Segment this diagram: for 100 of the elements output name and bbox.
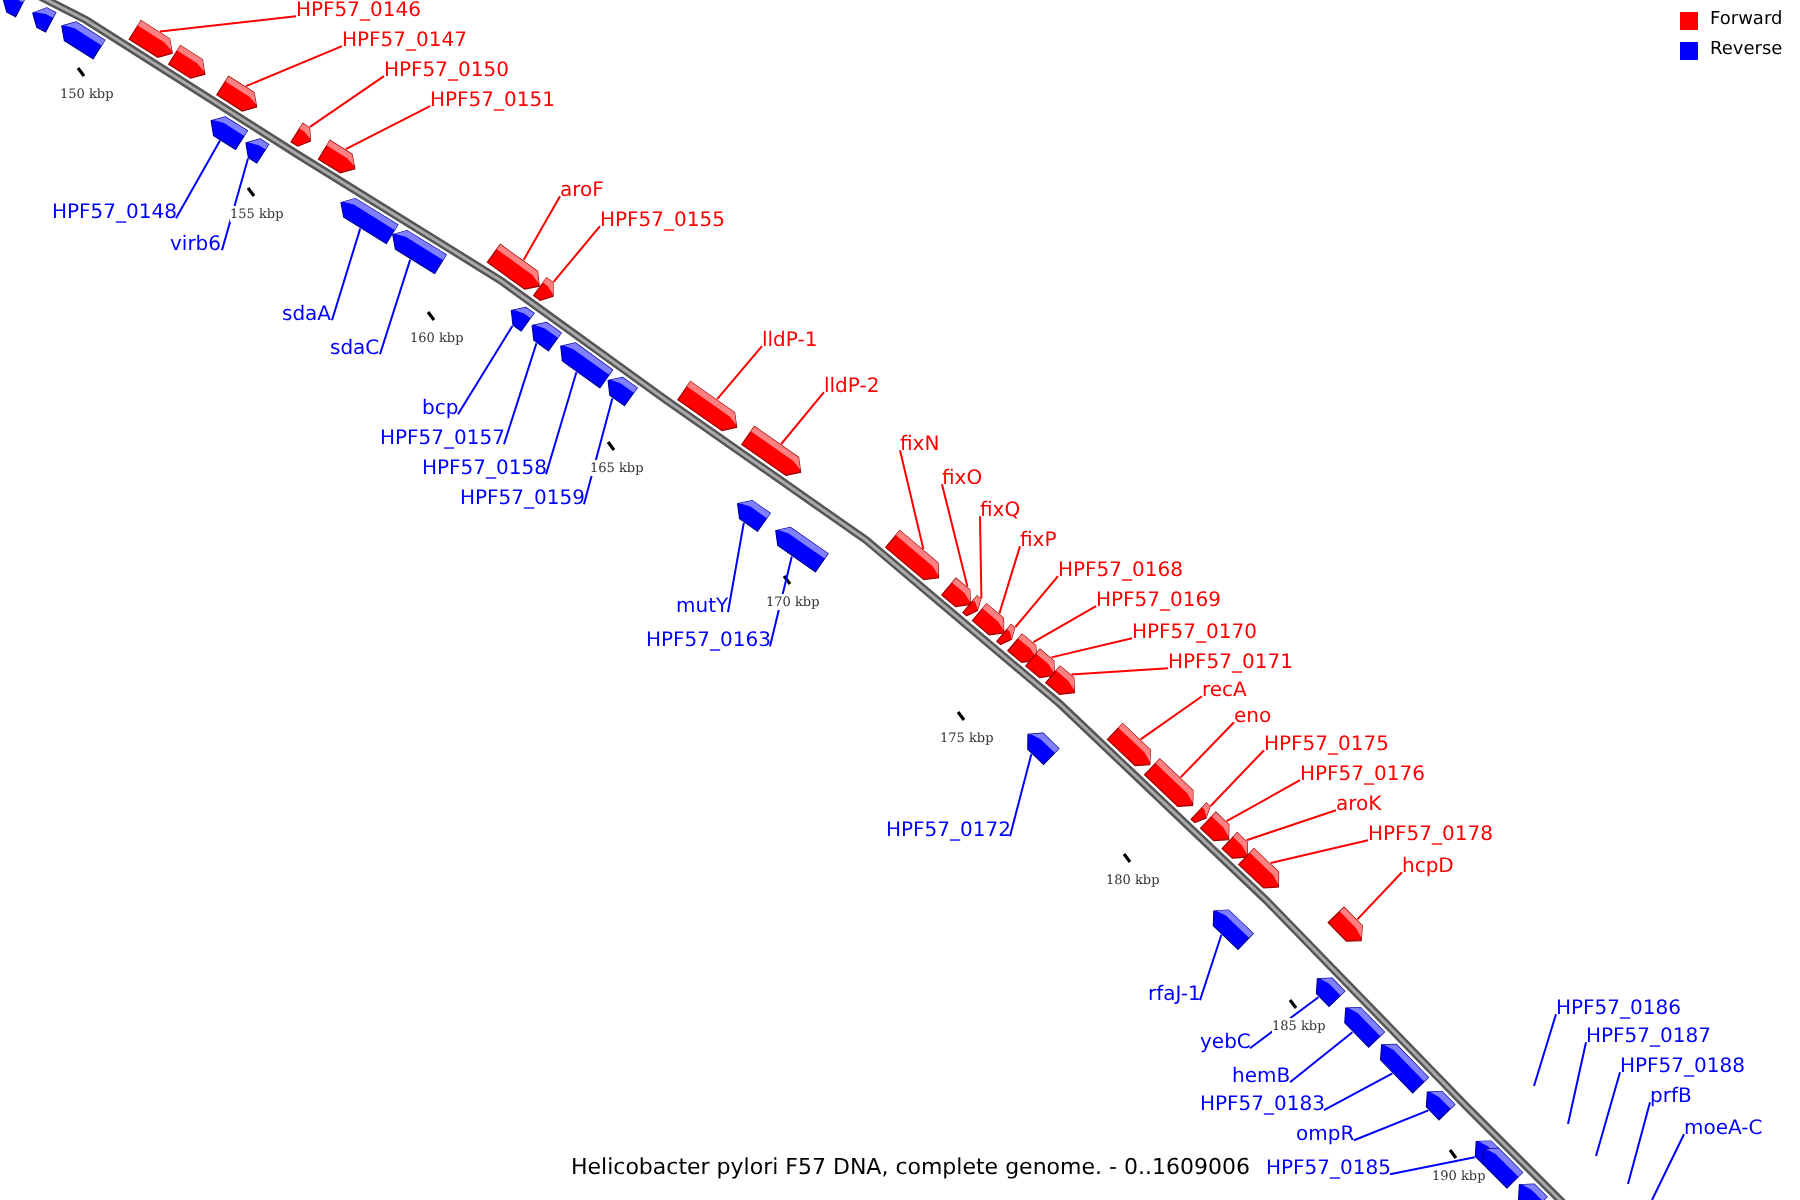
leader-line <box>175 139 221 220</box>
leader-line <box>941 483 969 588</box>
leader-line <box>1595 1071 1621 1157</box>
gene-feature <box>940 577 972 608</box>
gene-feature <box>510 306 535 332</box>
gene-label: HPF57_0172 <box>886 818 1011 844</box>
gene-label: fixO <box>942 466 983 492</box>
gene-label: ompR <box>1296 1122 1355 1148</box>
gene-feature <box>775 526 829 573</box>
leader-line <box>522 195 561 261</box>
gene-label: prfB <box>1650 1084 1692 1110</box>
gene-label: HPF57_0188 <box>1620 1054 1745 1080</box>
leader-line <box>780 391 825 445</box>
gene-label: hemB <box>1232 1064 1291 1090</box>
gene-label: HPF57_0158 <box>422 456 547 482</box>
leader-line <box>1245 809 1337 842</box>
leader-line <box>998 545 1021 615</box>
leader-line <box>979 515 983 600</box>
gene-feature <box>486 243 540 290</box>
gene-label: mutY <box>676 594 729 620</box>
leader-line <box>221 157 249 252</box>
leader-line <box>1533 1013 1557 1087</box>
gene-feature <box>340 197 399 245</box>
gene-label: HPF57_0163 <box>646 628 771 654</box>
gene-feature <box>532 276 554 302</box>
leader-line <box>1353 1109 1430 1142</box>
gene-label: HPF57_0151 <box>430 88 555 114</box>
gene-label: aroK <box>1336 792 1382 818</box>
leader-line <box>1225 779 1301 823</box>
gene-label: aroF <box>560 178 604 204</box>
leader-line <box>1014 575 1059 628</box>
gene-feature <box>884 529 940 581</box>
gene-feature <box>1221 831 1248 859</box>
gene-label: fixN <box>900 432 940 458</box>
leader-line <box>159 15 297 33</box>
gene-label: fixQ <box>980 498 1021 524</box>
gene-label: HPF57_0147 <box>342 28 467 54</box>
leader-line <box>552 225 601 283</box>
gene-feature <box>215 75 258 112</box>
leader-line <box>727 521 745 614</box>
gene-label: HPF57_0171 <box>1168 650 1293 676</box>
gene-feature <box>317 139 356 174</box>
gene-feature <box>995 623 1016 646</box>
gene-label: HPF57_0183 <box>1200 1092 1325 1118</box>
gene-feature <box>531 321 563 352</box>
leader-line <box>1032 605 1097 644</box>
gene-feature <box>607 376 639 407</box>
gene-feature <box>167 44 206 79</box>
leader-line <box>1199 933 1223 1002</box>
gene-feature <box>1425 1091 1456 1121</box>
gene-label: HPF57_0175 <box>1264 732 1389 758</box>
gene-feature <box>1237 847 1280 889</box>
gene-label: HPF57_0176 <box>1300 762 1425 788</box>
gene-label: lldP-2 <box>824 374 880 400</box>
leader-line <box>545 371 578 476</box>
leader-line <box>379 258 412 356</box>
gene-feature <box>1344 1007 1386 1049</box>
gene-label: hcpD <box>1402 854 1454 880</box>
gene-label: HPF57_0150 <box>384 58 509 84</box>
gene-label: bcp <box>422 396 459 422</box>
gene-label: HPF57_0146 <box>296 0 421 24</box>
leader-line <box>1627 1101 1651 1185</box>
gene-feature <box>1190 802 1211 824</box>
leader-line <box>1356 871 1403 921</box>
gene-label: HPF57_0155 <box>600 208 725 234</box>
gene-label: HPF57_0169 <box>1096 588 1221 614</box>
gene-label: eno <box>1234 704 1272 730</box>
leader-line <box>245 45 343 88</box>
gene-label: lldP-1 <box>762 328 818 354</box>
gene-label: HPF57_0148 <box>52 200 177 226</box>
gene-label: fixP <box>1020 528 1057 554</box>
leader-line <box>344 105 431 151</box>
gene-label: yebC <box>1200 1030 1251 1056</box>
gene-feature <box>392 229 448 275</box>
gene-feature <box>245 138 270 164</box>
gene-label: moeA-C <box>1684 1116 1763 1142</box>
leader-line <box>1050 637 1133 659</box>
gene-feature <box>1044 665 1076 696</box>
gene-label: HPF57_0159 <box>460 486 585 512</box>
gene-feature <box>1380 1043 1430 1094</box>
legend-label: Reverse <box>1710 40 1783 62</box>
leader-line <box>1070 667 1169 676</box>
gene-feature <box>1327 906 1363 942</box>
gene-feature <box>736 499 772 533</box>
gene-feature <box>1212 909 1255 951</box>
gene-feature <box>560 342 614 389</box>
gene-feature <box>1027 732 1060 766</box>
leader-line <box>1209 749 1265 807</box>
gene-feature <box>1518 1183 1548 1200</box>
gene-feature <box>290 122 312 147</box>
leader-line <box>716 345 763 401</box>
leader-line <box>331 227 362 322</box>
leader-line <box>1651 1133 1685 1200</box>
leader-line <box>1179 721 1235 779</box>
leader-line <box>1567 1041 1587 1125</box>
gene-feature <box>32 7 57 33</box>
leader-line <box>769 555 793 648</box>
gene-label: HPF57_0157 <box>380 426 505 452</box>
gene-feature <box>740 425 802 477</box>
leader-line <box>1289 1031 1354 1084</box>
